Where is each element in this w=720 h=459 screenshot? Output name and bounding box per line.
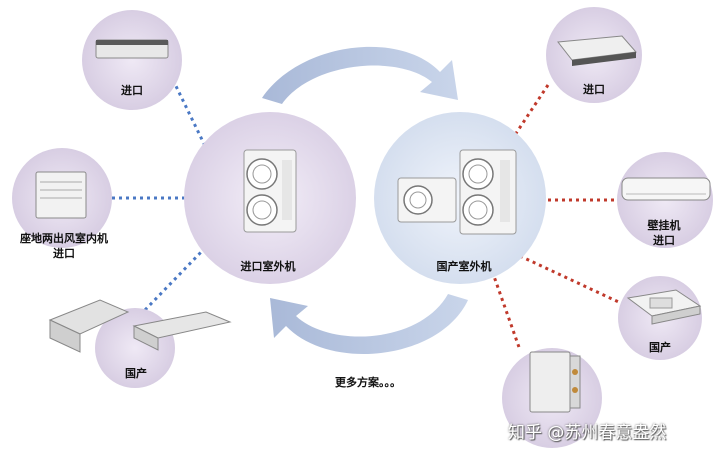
wall-unit-image xyxy=(621,177,711,201)
right-hub-label: 国产室外机 xyxy=(436,260,492,273)
ceiling-unit-image xyxy=(557,35,637,66)
unit-right-mid-label: 壁挂机 xyxy=(647,219,681,232)
more-solutions-label: 更多方案。。。 xyxy=(335,376,401,389)
link-left-top xyxy=(171,79,210,153)
right-outdoor-unit-image xyxy=(397,149,517,235)
unit-left-top-circle xyxy=(82,10,182,110)
left-outdoor-unit-image xyxy=(243,149,297,233)
unit-left-mid-label-2: 进口 xyxy=(53,247,75,260)
link-right-bottom1 xyxy=(519,254,626,307)
unit-left-bottom-label: 国产 xyxy=(125,367,147,380)
unit-right-bottom-label: 国产 xyxy=(649,341,671,354)
unit-left-top-label: 进口 xyxy=(121,84,143,97)
bottom-cycle-arrow xyxy=(270,294,468,355)
hydro-unit-image xyxy=(529,351,581,413)
top-cycle-arrow xyxy=(262,46,458,104)
cassette-unit-image xyxy=(626,289,702,325)
unit-right-mid-label-2: 进口 xyxy=(653,234,675,247)
link-right-bottom2 xyxy=(488,264,522,351)
concealed-duct-units-image xyxy=(48,299,232,353)
duct-unit-image xyxy=(95,39,169,59)
watermark-text: 知乎 @苏州春意盎然 xyxy=(508,423,667,443)
left-hub-label: 进口室外机 xyxy=(240,260,296,273)
unit-left-mid-label: 座地两出风室内机 xyxy=(20,232,108,245)
floor-unit-image xyxy=(35,171,87,219)
left-links xyxy=(105,79,210,312)
unit-right-top-label: 进口 xyxy=(583,83,605,96)
link-left-bottom xyxy=(143,246,207,312)
